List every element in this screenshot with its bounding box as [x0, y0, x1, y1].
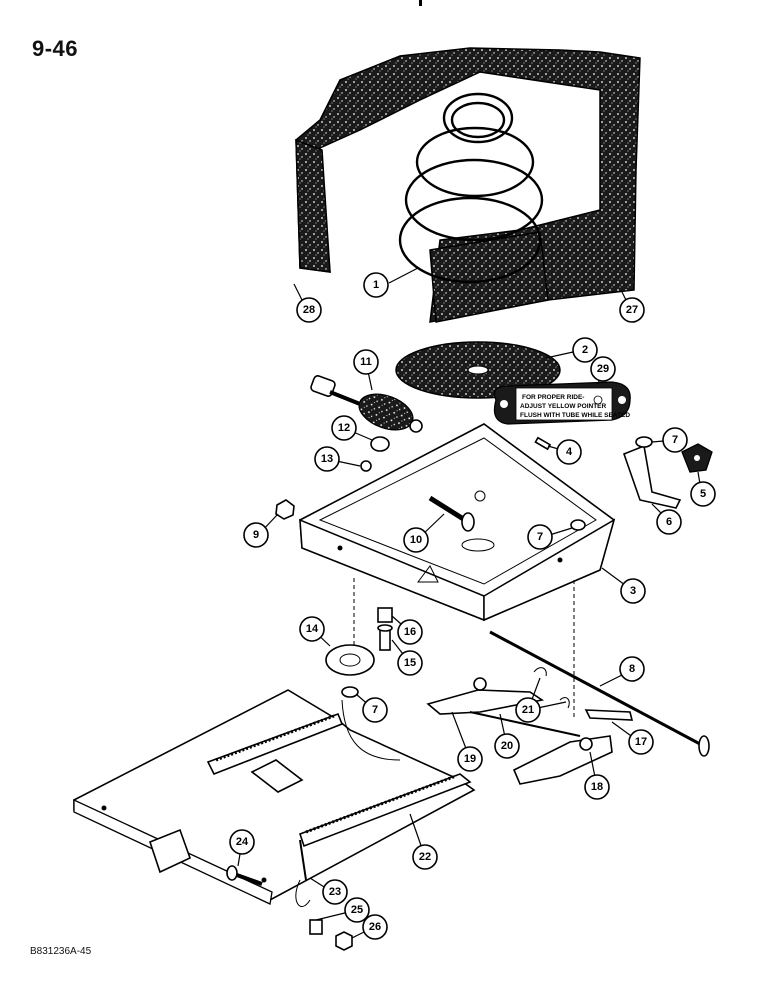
callouts: 1 2 3 4 5 6 7 7 7 8 9 10 11 12 13 14 15 … [229, 272, 716, 940]
svg-text:3: 3 [630, 585, 636, 597]
callout-17: 17 [628, 729, 654, 755]
svg-text:16: 16 [404, 626, 416, 638]
svg-text:27: 27 [626, 304, 638, 316]
svg-text:26: 26 [369, 921, 381, 933]
svg-text:12: 12 [338, 422, 350, 434]
drawing-code: B831236A-45 [30, 946, 92, 957]
svg-text:10: 10 [410, 534, 422, 546]
callout-15: 15 [397, 650, 423, 676]
svg-text:25: 25 [351, 904, 363, 916]
callout-7-bracket: 7 [662, 427, 688, 453]
svg-text:13: 13 [321, 453, 333, 465]
svg-text:2: 2 [582, 344, 588, 356]
svg-text:9: 9 [253, 529, 259, 541]
callout-25: 25 [344, 897, 370, 923]
callout-4: 4 [556, 439, 582, 465]
callout-14: 14 [299, 616, 325, 642]
svg-text:7: 7 [537, 531, 543, 543]
svg-text:28: 28 [303, 304, 315, 316]
svg-text:22: 22 [419, 851, 431, 863]
adjusting-rod [489, 630, 710, 757]
svg-text:24: 24 [236, 836, 249, 848]
cable [341, 699, 401, 761]
decal-line-2: ADJUST YELLOW POINTER [520, 403, 606, 410]
callout-1: 1 [363, 272, 389, 298]
svg-text:1: 1 [373, 279, 379, 291]
upper-suspension-plate [299, 423, 616, 622]
svg-text:5: 5 [700, 488, 706, 500]
page-number: 9-46 [32, 36, 79, 61]
callout-18: 18 [584, 774, 610, 800]
svg-text:4: 4 [566, 446, 573, 458]
callout-19: 19 [457, 746, 483, 772]
boot-cover [295, 47, 641, 323]
shock-absorber [310, 375, 423, 433]
svg-text:20: 20 [501, 740, 513, 752]
svg-text:29: 29 [597, 363, 609, 375]
callout-16: 16 [397, 619, 423, 645]
callout-7-roller: 7 [362, 697, 388, 723]
small-hardware [275, 436, 586, 531]
roller-assembly [325, 607, 393, 698]
callout-12: 12 [331, 415, 357, 441]
svg-text:11: 11 [360, 356, 372, 368]
svg-text:8: 8 [629, 663, 635, 675]
svg-text:19: 19 [464, 753, 476, 765]
callout-3: 3 [620, 578, 646, 604]
top-tick-mark [419, 0, 422, 6]
svg-text:21: 21 [522, 704, 534, 716]
callout-22: 22 [412, 844, 438, 870]
callout-11: 11 [353, 349, 379, 375]
callout-24: 24 [229, 829, 255, 855]
callout-27: 27 [619, 297, 645, 323]
callout-9: 9 [243, 522, 269, 548]
callout-7-plate: 7 [527, 524, 553, 550]
callout-8: 8 [619, 656, 645, 682]
svg-text:23: 23 [329, 886, 341, 898]
callout-26: 26 [362, 914, 388, 940]
callout-21: 21 [515, 697, 541, 723]
decal-line-3: FLUSH WITH TUBE WHILE SEATED [520, 412, 630, 419]
svg-text:15: 15 [404, 657, 416, 669]
lower-slide-plate [73, 689, 476, 905]
pivot-bolt [428, 495, 475, 532]
coil-spring [398, 92, 544, 284]
callout-29: 29 [590, 356, 616, 382]
callout-5: 5 [690, 481, 716, 507]
callout-2: 2 [572, 337, 598, 363]
svg-text:18: 18 [591, 781, 603, 793]
callout-13: 13 [314, 446, 340, 472]
callout-20: 20 [494, 733, 520, 759]
svg-text:14: 14 [306, 623, 319, 635]
svg-text:17: 17 [635, 736, 647, 748]
callout-6: 6 [656, 509, 682, 535]
svg-text:7: 7 [672, 434, 678, 446]
decal-line-1: FOR PROPER RIDE- [522, 394, 584, 401]
svg-text:6: 6 [666, 516, 672, 528]
callout-28: 28 [296, 297, 322, 323]
lower-hardware [226, 839, 353, 951]
spring-pad-hole [467, 365, 489, 375]
pointer-bracket-assembly [622, 436, 713, 509]
svg-text:7: 7 [372, 704, 378, 716]
instruction-decal: FOR PROPER RIDE- ADJUST YELLOW POINTER F… [493, 381, 631, 425]
callout-23: 23 [322, 879, 348, 905]
latch-linkage [426, 667, 634, 785]
callout-10: 10 [403, 527, 429, 553]
